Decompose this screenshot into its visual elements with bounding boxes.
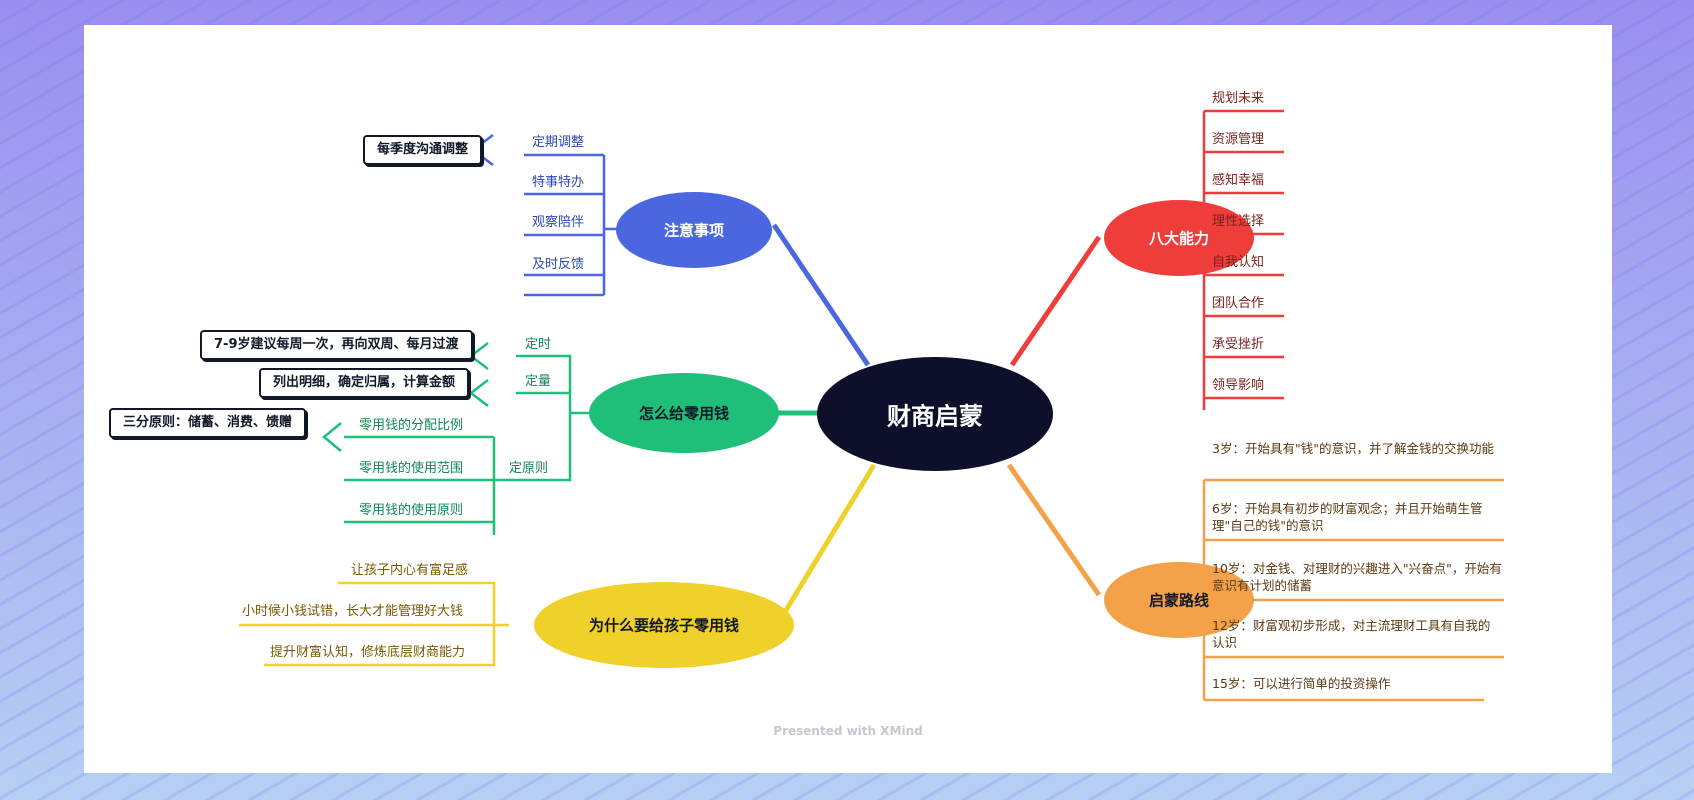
connector-path (1006, 463, 1102, 597)
ability-item: 规划未来 (1212, 91, 1265, 106)
pocket-amount-note: 列出明细，确定归属，计算金额 (259, 368, 470, 398)
pocket-rules-note: 三分原则：储蓄、消费、馈赠 (109, 408, 307, 438)
connector-why (771, 463, 877, 632)
connector-abilities (1009, 235, 1102, 367)
path-item: 12岁：财富观初步形成，对主流理财工具有自我的认识 (1212, 618, 1491, 650)
center-node[interactable] (817, 357, 1053, 471)
notice-item: 观察陪伴 (532, 215, 585, 230)
why-item: 小时候小钱试错，长大才能管理好大钱 (242, 604, 464, 619)
notice-item: 及时反馈 (532, 257, 585, 272)
notice-note: 每季度沟通调整 (363, 135, 483, 165)
node-pocket-label: 怎么给零用钱 (638, 404, 730, 423)
node-why[interactable] (534, 582, 794, 668)
ability-item: 资源管理 (1212, 132, 1265, 147)
mind-map-canvas: 财商启蒙 注意事项 怎么给零用钱 为什么要给孩子零用钱 八大能力 启蒙路线 定期… (84, 25, 1612, 773)
connector-layer (239, 109, 1504, 702)
node-notice[interactable] (616, 192, 772, 268)
node-path-label: 启蒙路线 (1148, 591, 1210, 610)
notice-item: 特事特办 (532, 175, 585, 190)
ability-item: 自我认知 (1212, 255, 1265, 270)
node-pocket[interactable] (589, 373, 779, 453)
pocket-rule-item: 零用钱的使用范围 (359, 461, 464, 476)
pocket-timing-note: 7-9岁建议每周一次，再向双周、每月过渡 (200, 330, 473, 360)
ability-item: 领导影响 (1212, 378, 1265, 393)
ability-item: 理性选择 (1212, 214, 1265, 229)
path-item: 6岁：开始具有初步的财富观念；并且开始萌生管理"自己的钱"的意识 (1212, 501, 1483, 533)
center-label: 财商启蒙 (887, 402, 983, 431)
node-notice-label: 注意事项 (663, 221, 725, 240)
connector-notice-items (470, 134, 645, 297)
path-item: 15岁：可以进行简单的投资操作 (1212, 676, 1391, 691)
node-path[interactable] (1104, 562, 1254, 638)
why-item: 提升财富认知，修炼底层财商能力 (270, 645, 466, 660)
why-item: 让孩子内心有富足感 (351, 563, 469, 578)
notice-item: 定期调整 (532, 135, 585, 150)
pocket-rules: 定原则 (509, 461, 549, 476)
pocket-timing: 定时 (525, 337, 552, 352)
path-item: 3岁：开始具有"钱"的意识，并了解金钱的交换功能 (1212, 441, 1494, 456)
pocket-rule-item: 零用钱的使用原则 (359, 503, 464, 518)
path-item: 10岁：对金钱、对理财的兴趣进入"兴奋点"，开始有意识有计划的储蓄 (1212, 561, 1502, 593)
ability-item: 感知幸福 (1212, 173, 1265, 188)
footer-watermark: Presented with XMind (773, 724, 923, 738)
node-abilities[interactable] (1104, 200, 1254, 276)
pocket-rule-item: 零用钱的分配比例 (359, 418, 464, 433)
node-abilities-label: 八大能力 (1148, 229, 1210, 248)
ability-item: 承受挫折 (1212, 337, 1265, 352)
connector-notice (771, 223, 871, 367)
node-why-label: 为什么要给孩子零用钱 (588, 616, 740, 635)
connector-why-items (239, 581, 509, 667)
pocket-amount: 定量 (525, 374, 552, 389)
ability-item: 团队合作 (1212, 296, 1265, 311)
